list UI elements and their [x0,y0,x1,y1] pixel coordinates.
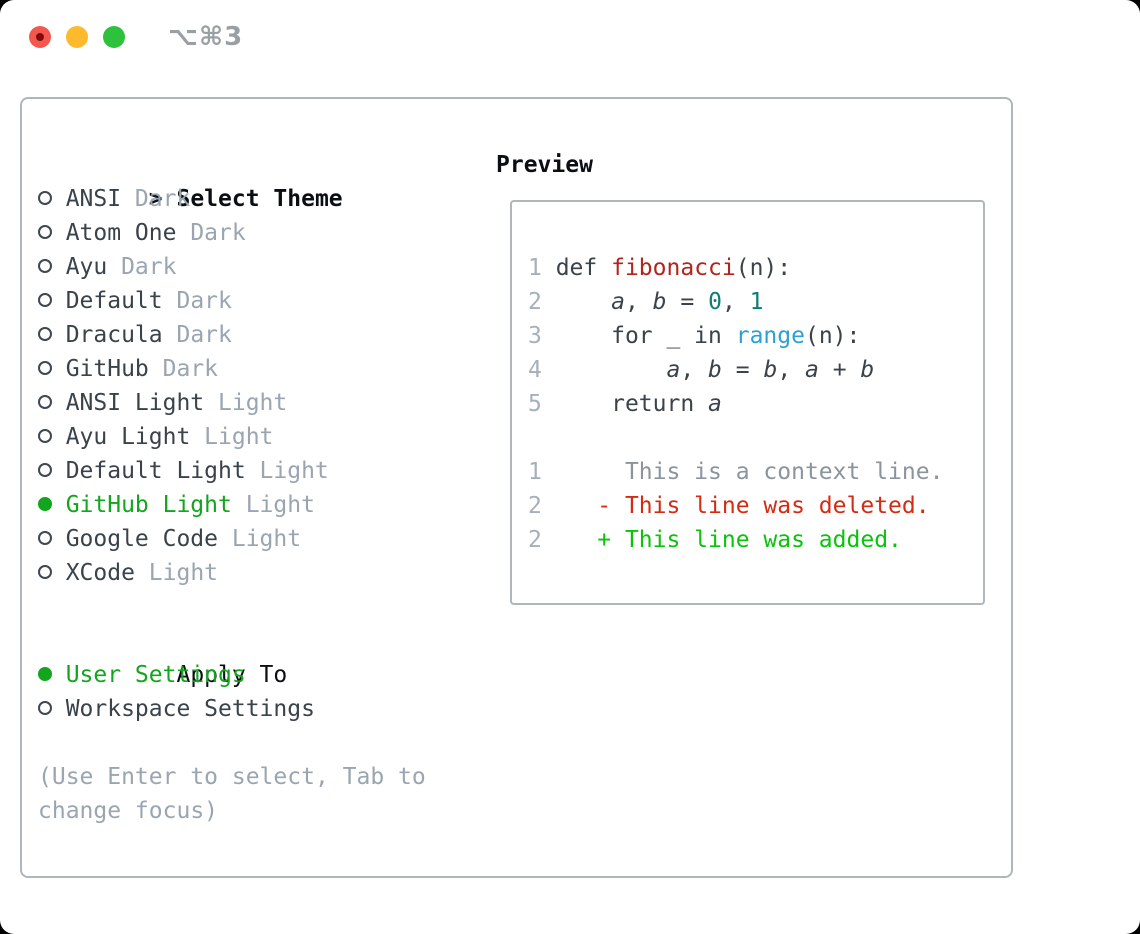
radio-icon [38,667,52,681]
unsaved-dot-icon [36,33,44,41]
theme-variant-badge: Light [259,458,329,484]
radio-icon [38,463,52,477]
theme-item[interactable]: Google Code Light [38,522,484,556]
select-theme-title: Select Theme [176,186,343,212]
theme-variant-badge: Dark [162,356,219,382]
theme-variant-badge: Light [231,526,302,552]
radio-icon [38,395,52,409]
code-line [528,421,983,455]
theme-name: GitHub [65,356,149,382]
radio-icon [38,191,52,205]
line-number: 4 [528,357,542,383]
theme-variant-badge: Dark [190,220,246,246]
theme-name: Dracula [65,322,163,348]
code-line: 1 This is a context line. [528,459,944,485]
theme-variant-badge: Light [245,492,315,518]
code-line: 5 return a [528,391,722,417]
apply-to-option-label: Workspace Settings [65,696,315,722]
code-preview-box: 1 def fibonacci(n): 2 a, b = 0, 1 3 for _ … [510,200,985,605]
theme-name: Atom One [65,220,177,246]
code-line: 4 a, b = b, a + b [528,357,875,383]
theme-variant-badge: Light [204,424,274,450]
prompt-cursor-icon: > [148,186,163,212]
apply-to-title: Apply To [176,662,288,688]
theme-item[interactable]: Ayu Light Light [38,420,484,454]
hint-text: (Use Enter to select, Tab to change focu… [38,764,426,824]
theme-item[interactable]: GitHub Dark [38,352,484,386]
theme-variant-badge: Dark [134,186,191,212]
theme-item[interactable]: ANSI Dark [38,182,484,216]
theme-variant-badge: Dark [176,288,232,314]
line-number: 3 [528,323,542,349]
theme-name: Ayu Light [65,424,191,450]
line-number: 1 [528,459,542,485]
line-number: 5 [528,391,542,417]
code-line: 2 a, b = 0, 1 [528,289,764,315]
theme-name: Default [65,288,163,314]
theme-variant-badge: Light [148,560,219,586]
zoom-button[interactable] [103,26,125,48]
theme-name: ANSI Light [65,390,205,416]
apply-to-option[interactable]: User Settings [38,658,484,692]
theme-item[interactable]: XCode Light [38,556,484,590]
titlebar: ⌥⌘3 [29,22,244,52]
apply-to-option[interactable]: Workspace Settings [38,692,484,726]
apply-to-option-label: User Settings [65,662,246,688]
radio-icon [38,361,52,375]
code-line: 2 - This line was deleted. [528,493,930,519]
select-theme-header: > Select Theme [38,148,484,212]
radio-icon [38,293,52,307]
theme-item[interactable]: Dracula Dark [38,318,484,352]
window-shortcut-label: ⌥⌘3 [168,22,244,52]
theme-name: GitHub Light [65,492,232,518]
theme-variant-badge: Light [218,390,288,416]
radio-icon [38,497,52,511]
radio-icon [38,531,52,545]
theme-name: Google Code [65,526,219,552]
theme-item[interactable]: Default Light Light [38,454,484,488]
line-number: 2 [528,527,542,553]
close-button[interactable] [29,26,51,48]
line-number: 1 [528,255,542,281]
theme-name: Ayu [65,254,108,280]
minimize-button[interactable] [66,26,88,48]
radio-icon [38,225,52,239]
radio-icon [38,701,52,715]
theme-item[interactable]: Ayu Dark [38,250,484,284]
preview-title: Preview [496,152,593,178]
theme-variant-badge: Dark [176,322,232,348]
radio-icon [38,327,52,341]
code-line: 1 def fibonacci(n): [528,255,792,281]
theme-name: Default Light [65,458,246,484]
line-number: 2 [528,493,542,519]
theme-item[interactable]: Atom One Dark [38,216,484,250]
theme-name: XCode [65,560,135,586]
code-line: 3 for _ in range(n): [528,323,861,349]
theme-variant-badge: Dark [121,254,177,280]
radio-icon [38,565,52,579]
radio-icon [38,429,52,443]
code-line: 2 + This line was added. [528,527,902,553]
theme-name: ANSI [65,186,122,212]
line-number: 2 [528,289,542,315]
theme-item[interactable]: ANSI Light Light [38,386,484,420]
apply-to-header: Apply To [38,624,484,688]
radio-icon [38,259,52,273]
theme-item[interactable]: GitHub Light Light [38,488,484,522]
theme-item[interactable]: Default Dark [38,284,484,318]
